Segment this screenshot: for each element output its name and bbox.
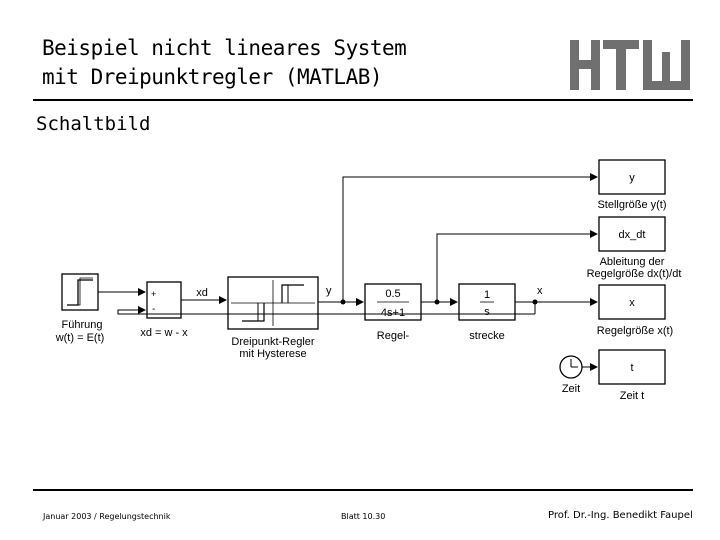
strecke-numerator: 1 — [484, 289, 490, 301]
footer-rule — [33, 489, 693, 491]
controller-label-2: mit Hysterese — [239, 348, 306, 360]
scope-t-block — [598, 349, 666, 385]
block-diagram-svg: Führung w(t) = E(t) + - xd = w - x xd Dr… — [55, 159, 682, 402]
scope-y-text: y — [629, 172, 635, 184]
scope-t-text: t — [630, 362, 633, 374]
input-label-2: w(t) = E(t) — [55, 332, 105, 344]
scope-dxdt-text: dx_dt — [619, 229, 646, 241]
clock-label: Zeit — [562, 383, 580, 395]
footer-center: Blatt 10.30 — [341, 512, 386, 521]
controller-label-1: Dreipunkt-Regler — [231, 336, 314, 348]
block-diagram: Führung w(t) = E(t) + - xd = w - x xd Dr… — [30, 150, 710, 424]
scope-dxdt-caption-1: Ableitung der — [600, 256, 665, 268]
clock-icon — [559, 355, 583, 379]
scope-dxdt-caption-2: Regelgröße dx(t)/dt — [587, 268, 682, 280]
scope-x-caption: Regelgröße x(t) — [597, 325, 673, 337]
slide-title: Beispiel nicht lineares System mit Dreip… — [42, 34, 407, 92]
footer-left: Januar 2003 / Regelungstechnik — [43, 512, 171, 521]
scope-x-block — [598, 284, 666, 320]
scope-dxdt-block — [598, 216, 666, 252]
regel-numerator: 0.5 — [385, 288, 400, 300]
regel-label: Regel- — [377, 330, 410, 342]
title-line-2: mit Dreipunktregler (MATLAB) — [42, 65, 383, 89]
strecke-label: strecke — [469, 330, 504, 342]
header-rule — [33, 99, 693, 101]
htw-logo — [570, 40, 692, 94]
scope-y-block — [598, 159, 666, 195]
input-label-1: Führung — [62, 319, 103, 331]
scope-x-text: x — [629, 297, 635, 309]
regel-denominator: 4s+1 — [381, 307, 405, 319]
title-line-1: Beispiel nicht lineares System — [42, 36, 407, 60]
strecke-denominator: s — [484, 306, 490, 318]
scope-t-caption: Zeit t — [620, 390, 644, 402]
sum-minus-sign: - — [152, 304, 155, 315]
section-heading: Schaltbild — [36, 113, 151, 135]
sum-plus-sign: + — [151, 289, 156, 299]
signal-x-label: x — [537, 285, 543, 297]
scope-y-caption: Stellgröße y(t) — [597, 199, 666, 211]
three-point-controller-block — [227, 276, 319, 330]
sum-label: xd = w - x — [140, 327, 188, 339]
signal-xd-label: xd — [196, 287, 208, 299]
step-source-block — [61, 273, 99, 311]
htw-logo-graphic — [570, 40, 690, 90]
footer-right: Prof. Dr.-Ing. Benedikt Faupel — [548, 510, 693, 521]
signal-y-label: y — [326, 285, 332, 297]
